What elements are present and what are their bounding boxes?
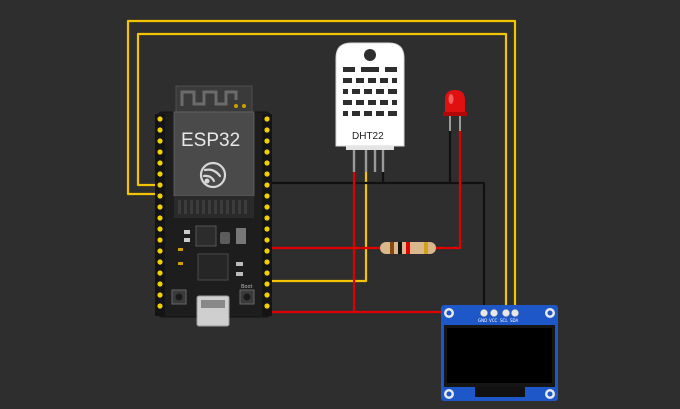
- resistor[interactable]: [380, 242, 436, 254]
- dht22-label: DHT22: [352, 131, 384, 142]
- antenna-area: [175, 85, 253, 113]
- esp32-board[interactable]: ESP32 Boot: [155, 85, 272, 327]
- oled-display[interactable]: GND VCC SCL SDA: [441, 305, 558, 401]
- dht22-pins: [352, 150, 385, 172]
- oled-pin-labels: GND VCC SCL SDA: [478, 318, 519, 323]
- led-indicator: [178, 248, 183, 251]
- board-label: ESP32: [181, 130, 240, 151]
- wire-yellow-dht-data[interactable]: [264, 170, 368, 283]
- oled-screen: [447, 328, 552, 383]
- wire-yellow-scl[interactable]: [136, 32, 508, 315]
- wire-black-gnd[interactable]: [264, 181, 486, 315]
- dht22-sensor[interactable]: DHT22: [335, 42, 405, 172]
- red-led[interactable]: [443, 90, 467, 131]
- left-header-pins: [155, 114, 165, 316]
- wire-yellow-sda[interactable]: [126, 19, 517, 315]
- wire-red-led-anode[interactable]: [434, 128, 462, 250]
- right-header-pins: [262, 114, 272, 316]
- led-dome: [445, 90, 465, 114]
- oled-pin-sda: SDA: [510, 318, 519, 323]
- boot-label: Boot: [241, 284, 253, 290]
- led-rim: [443, 112, 467, 116]
- dht22-vent-grid: [343, 67, 397, 116]
- capacitor: [220, 232, 230, 244]
- oled-pin-vcc: VCC: [489, 318, 498, 323]
- oled-pin-gnd: GND: [478, 318, 487, 323]
- usb-serial-chip: [197, 253, 229, 281]
- esp32-module: [173, 111, 255, 197]
- regulator-chip: [195, 225, 217, 247]
- dht22-mount-hole: [364, 49, 376, 61]
- oled-pin-scl: SCL: [500, 318, 508, 323]
- espressif-logo-icon: [199, 161, 227, 189]
- oled-flex-cable: [475, 387, 525, 397]
- oled-header-pins: [480, 309, 519, 317]
- dht22-base: [346, 146, 394, 150]
- antenna-trace: [180, 90, 238, 106]
